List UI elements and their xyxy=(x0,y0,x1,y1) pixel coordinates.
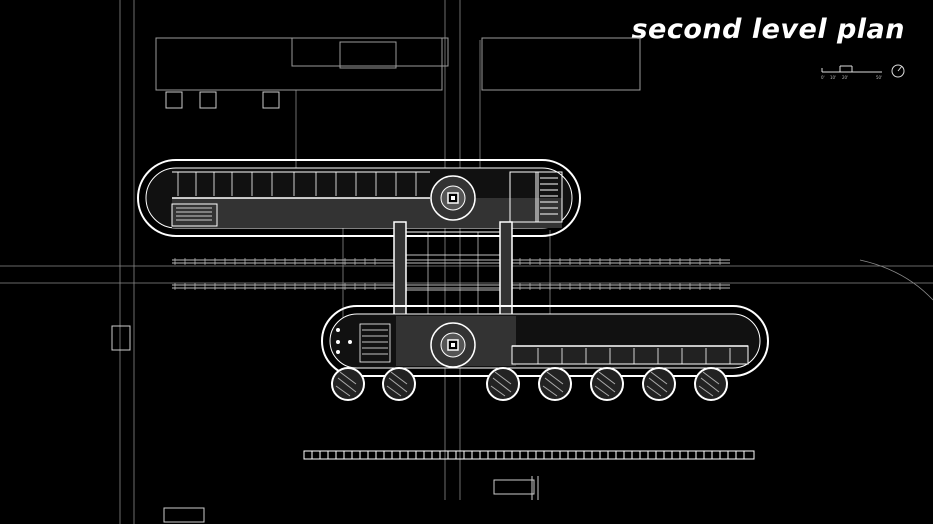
north-arrow-icon xyxy=(891,64,905,78)
upper-wing-rooms xyxy=(176,172,417,221)
lower-wing xyxy=(321,305,769,377)
rail-tracks xyxy=(172,259,730,289)
existing-buildings xyxy=(155,37,641,91)
scale-label-2: 20' xyxy=(842,75,848,80)
upper-wing xyxy=(137,159,581,237)
upper-east-core xyxy=(509,171,563,223)
scale-bar xyxy=(821,65,882,73)
tower-hatching xyxy=(335,371,720,397)
parked-vehicles xyxy=(111,91,539,523)
lower-wing-rooms xyxy=(359,323,731,364)
lower-wing-fixtures xyxy=(336,328,352,354)
scale-label-1: 10' xyxy=(830,75,836,80)
plan-title: second level plan xyxy=(631,14,905,45)
scale-label-0: 0' xyxy=(821,75,825,80)
platform-edge xyxy=(303,450,755,460)
upper-rotunda xyxy=(430,175,476,221)
scale-label-4: 50' xyxy=(876,75,882,80)
rail-ties xyxy=(174,258,721,290)
lower-rotunda xyxy=(430,322,476,368)
